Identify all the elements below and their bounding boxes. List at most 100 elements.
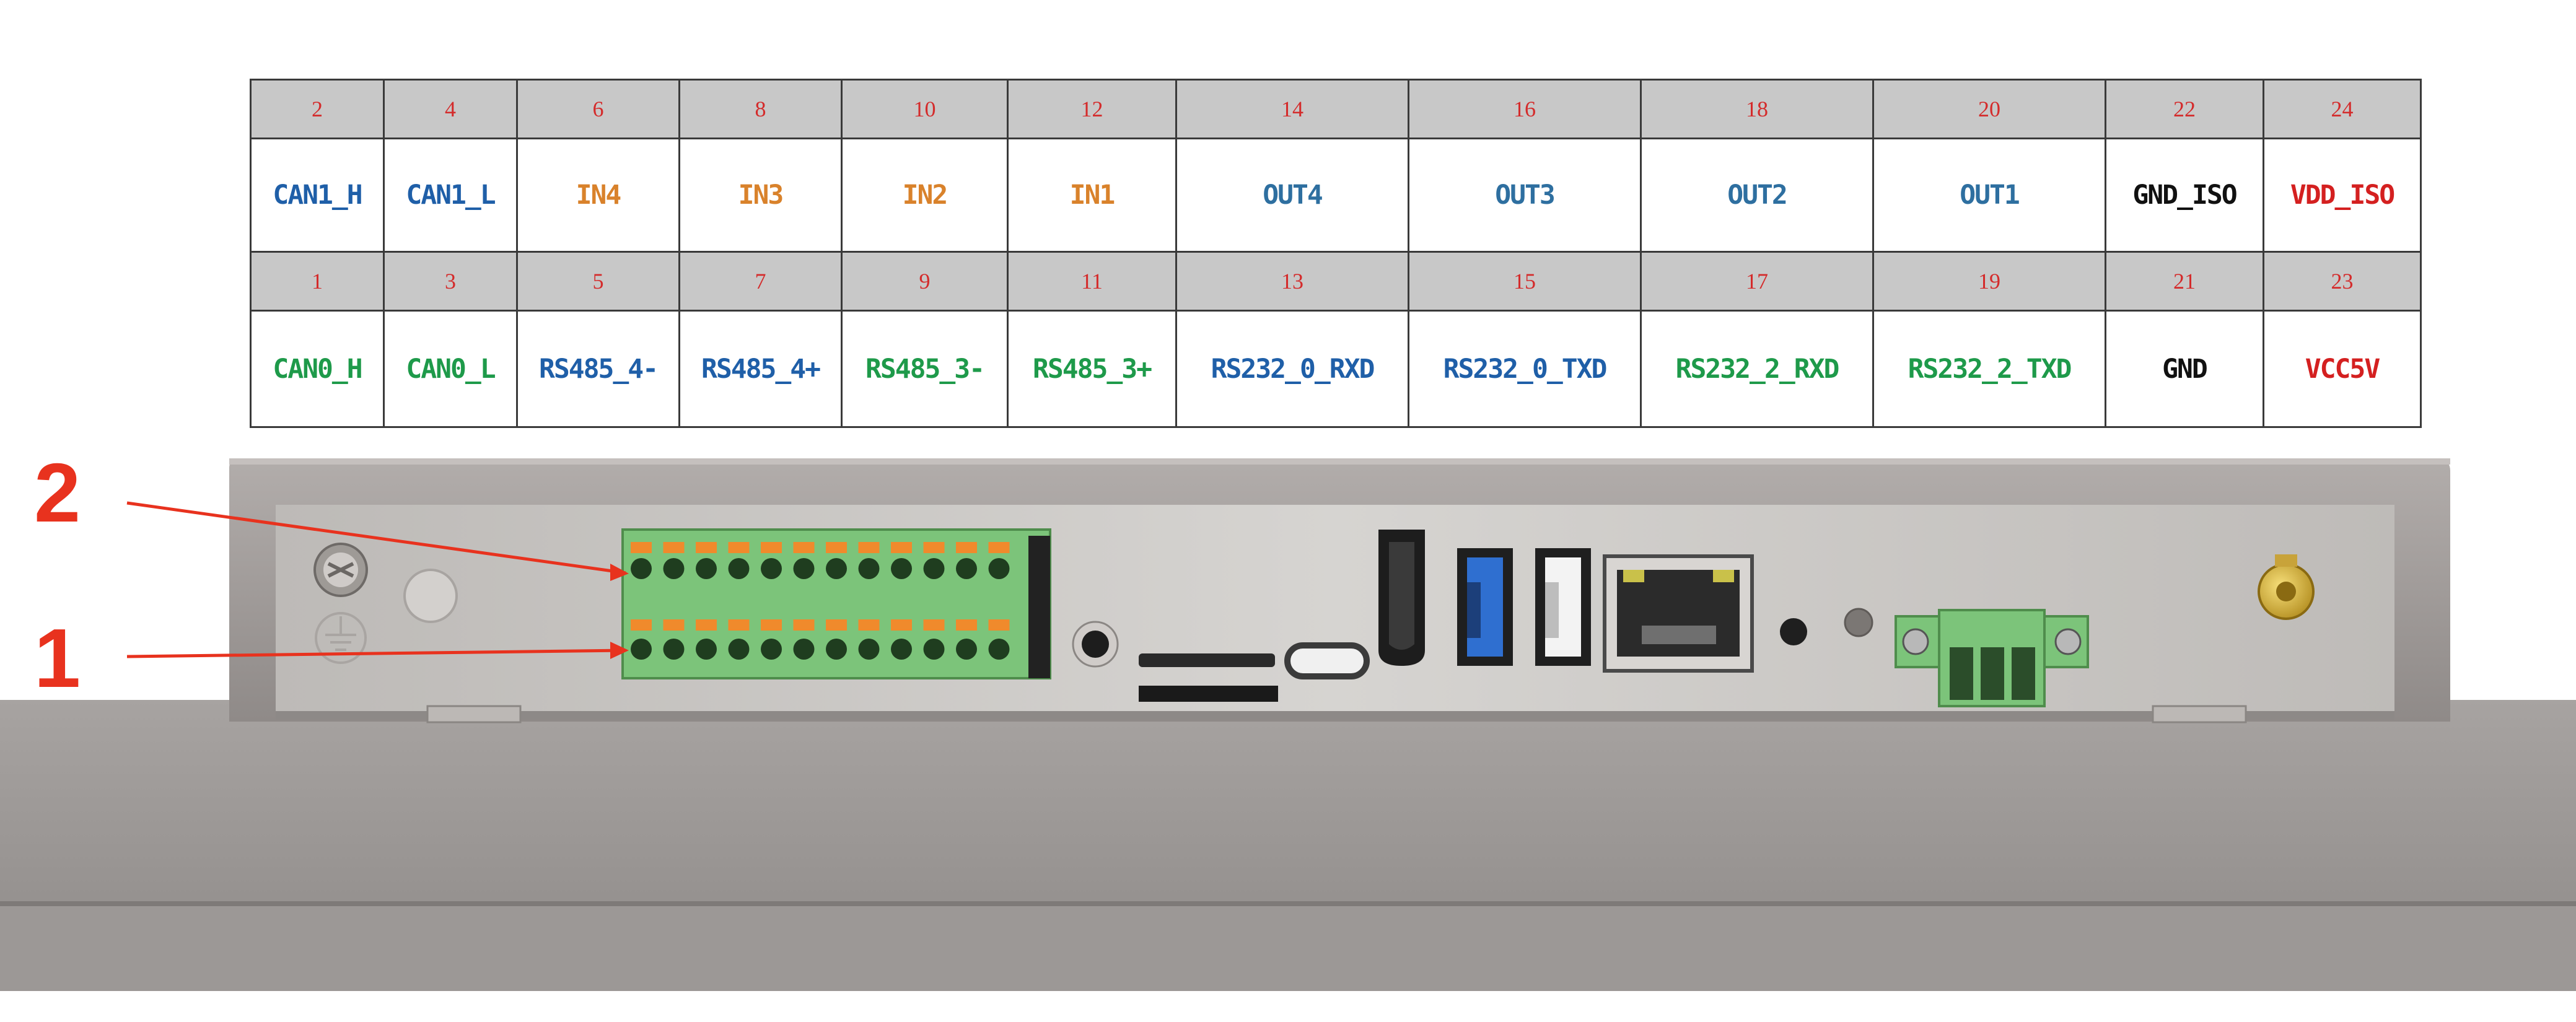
- io-panel: [276, 505, 2394, 718]
- signal-cell: CAN1_L: [383, 138, 518, 253]
- signal-cell: VCC5V: [2263, 310, 2422, 428]
- bezel-top-edge: [229, 458, 2450, 465]
- callout-label-upper: 2: [34, 446, 81, 539]
- pin-number-cell: 18: [1640, 79, 1874, 139]
- pin-number-cell: 15: [1408, 251, 1642, 312]
- signal-cell: GND_ISO: [2105, 138, 2264, 253]
- signal-cell: RS485_4+: [678, 310, 843, 428]
- terminal-wire-hole: [728, 639, 750, 660]
- terminal-release-tab: [858, 619, 880, 631]
- pin-number-cell: 22: [2105, 79, 2264, 139]
- terminal-wire-hole: [923, 639, 945, 660]
- terminal-release-tab: [923, 542, 945, 553]
- clip-left: [426, 705, 522, 723]
- pin-number-cell: 19: [1872, 251, 2106, 312]
- signal-cell: RS485_3+: [1007, 310, 1177, 428]
- signal-cell: CAN1_H: [250, 138, 385, 253]
- signal-cell: GND: [2105, 310, 2264, 428]
- terminal-wire-hole: [956, 639, 977, 660]
- terminal-wire-hole: [826, 558, 847, 579]
- signal-cell: OUT4: [1175, 138, 1409, 253]
- terminal-release-tab: [956, 542, 977, 553]
- terminal-wire-hole: [761, 558, 782, 579]
- terminal-release-tab: [761, 619, 782, 631]
- signal-cell: OUT2: [1640, 138, 1874, 253]
- signal-cell: IN3: [678, 138, 843, 253]
- terminal-block: [621, 528, 1051, 679]
- terminal-release-tab: [793, 542, 815, 553]
- terminal-wire-hole: [631, 558, 652, 579]
- terminal-release-tab: [826, 542, 847, 553]
- pin-number-cell: 23: [2263, 251, 2422, 312]
- power-connector: [1895, 609, 2089, 707]
- terminal-wire-hole: [631, 639, 652, 660]
- terminal-wire-hole: [793, 639, 815, 660]
- signal-cell: RS232_2_RXD: [1640, 310, 1874, 428]
- terminal-wire-hole: [858, 558, 880, 579]
- terminal-release-tab: [631, 542, 652, 553]
- pin-number-cell: 14: [1175, 79, 1409, 139]
- signal-cell: CAN0_H: [250, 310, 385, 428]
- terminal-wire-hole: [696, 639, 717, 660]
- pin-number-cell: 12: [1007, 79, 1177, 139]
- pin-number-cell: 16: [1408, 79, 1642, 139]
- terminal-release-tab: [631, 619, 652, 631]
- terminal-wire-hole: [923, 558, 945, 579]
- pin-number-cell: 3: [383, 251, 518, 312]
- signal-cell: VDD_ISO: [2263, 138, 2422, 253]
- panel-hole: [403, 569, 458, 623]
- terminal-wire-hole: [761, 639, 782, 660]
- pin-number-cell: 24: [2263, 79, 2422, 139]
- pin-number-cell: 9: [841, 251, 1009, 312]
- signal-cell: RS232_0_RXD: [1175, 310, 1409, 428]
- pin-number-cell: 8: [678, 79, 843, 139]
- terminal-release-tab: [858, 542, 880, 553]
- terminal-block-side: [1028, 536, 1050, 678]
- led-hole: [1780, 618, 1807, 645]
- pin-number-cell: 20: [1872, 79, 2106, 139]
- terminal-release-tab: [696, 542, 717, 553]
- signal-cell: RS232_2_TXD: [1872, 310, 2106, 428]
- signal-cell: OUT3: [1408, 138, 1642, 253]
- housing-edge-line: [0, 901, 2576, 906]
- callout-line-lower: [126, 649, 626, 658]
- pin-number-cell: 4: [383, 79, 518, 139]
- terminal-release-tab: [728, 619, 750, 631]
- reset-hole: [1844, 608, 1873, 637]
- audio-jack: [1072, 621, 1119, 668]
- terminal-release-tab: [793, 619, 815, 631]
- signal-cell: OUT1: [1872, 138, 2106, 253]
- terminal-wire-hole: [826, 639, 847, 660]
- callout-arrowhead-upper: [610, 564, 629, 581]
- terminal-release-tab: [696, 619, 717, 631]
- terminal-release-tab: [923, 619, 945, 631]
- pin-number-cell: 1: [250, 251, 385, 312]
- ethernet-port: [1603, 554, 1754, 673]
- signal-cell: IN2: [841, 138, 1009, 253]
- pin-number-cell: 17: [1640, 251, 1874, 312]
- signal-cell: RS232_0_TXD: [1408, 310, 1642, 428]
- terminal-wire-hole: [891, 639, 912, 660]
- pin-number-cell: 7: [678, 251, 843, 312]
- ground-screw: [313, 543, 368, 597]
- housing-lower-strip: [0, 906, 2576, 991]
- terminal-wire-hole: [728, 558, 750, 579]
- signal-cell: RS485_3-: [841, 310, 1009, 428]
- terminal-release-tab: [988, 542, 1010, 553]
- signal-cell: CAN0_L: [383, 310, 518, 428]
- usb-c-port: [1284, 642, 1370, 679]
- signal-cell: RS485_4-: [516, 310, 680, 428]
- pin-number-cell: 2: [250, 79, 385, 139]
- terminal-wire-hole: [956, 558, 977, 579]
- terminal-wire-hole: [858, 639, 880, 660]
- terminal-wire-hole: [988, 639, 1010, 660]
- terminal-wire-hole: [891, 558, 912, 579]
- io-panel-bottom-lip: [276, 711, 2394, 720]
- terminal-release-tab: [663, 619, 685, 631]
- pin-number-cell: 13: [1175, 251, 1409, 312]
